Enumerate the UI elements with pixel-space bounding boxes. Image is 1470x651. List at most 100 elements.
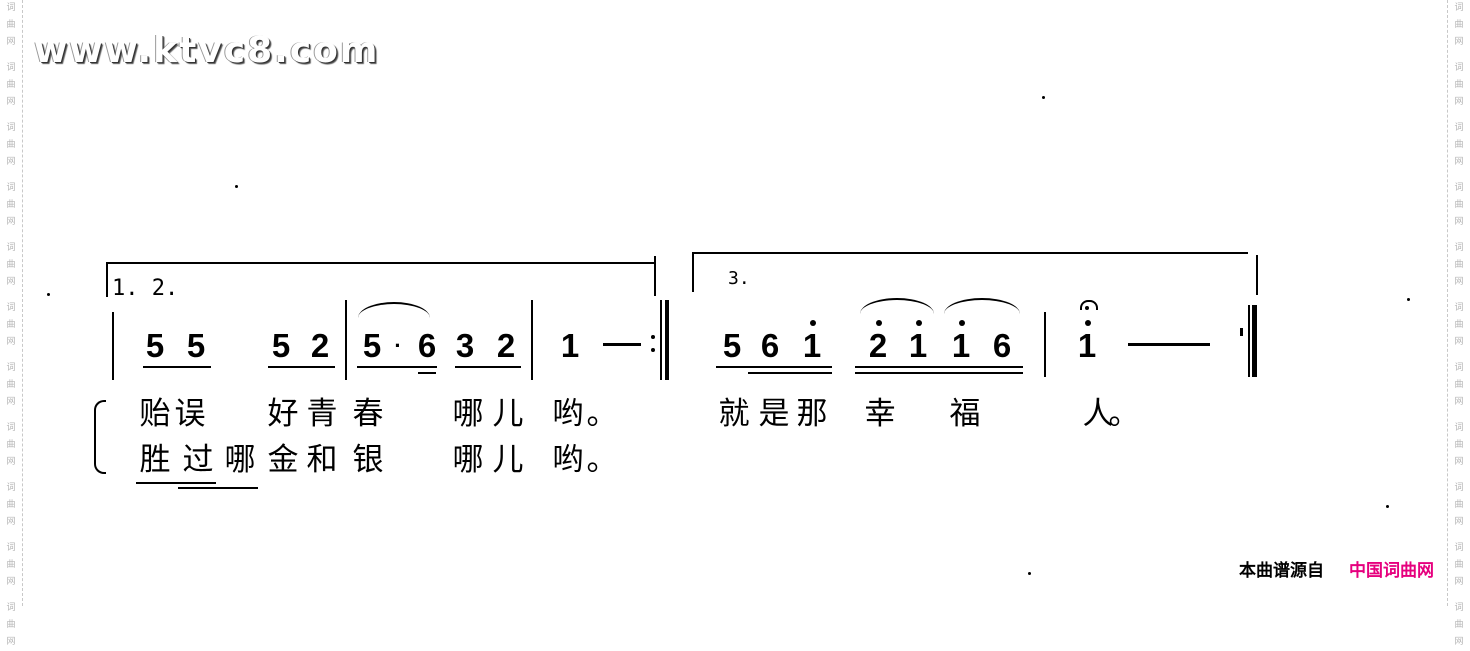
watermark-char: 网 [6, 337, 16, 347]
watermark-char: 词 [1454, 483, 1464, 493]
note: 5 [362, 327, 382, 364]
note: 1 [560, 327, 580, 364]
lyric-char: 过 [182, 442, 214, 478]
watermark-char: 网 [6, 157, 16, 167]
watermark-char: 词 [1454, 543, 1464, 553]
note-high: 1 [951, 327, 971, 364]
lyric-char: 福 [949, 396, 981, 432]
octave-dot [916, 320, 922, 326]
lyric-char: 儿 [492, 442, 524, 478]
lyric-punct: 。 [586, 442, 618, 478]
watermark-char: 网 [1454, 37, 1464, 47]
watermark-char: 词 [1454, 303, 1464, 313]
watermark-char: 网 [1454, 337, 1464, 347]
watermark-char: 网 [1454, 217, 1464, 227]
watermark-char: 曲 [6, 320, 16, 330]
watermark-char: 网 [6, 457, 16, 467]
watermark-char: 曲 [1454, 20, 1464, 30]
watermark-char: 词 [6, 423, 16, 433]
lyric-brace-bottom [94, 436, 106, 474]
watermark-char: 网 [1454, 637, 1464, 647]
watermark-char: 词 [6, 183, 16, 193]
watermark-char: 曲 [1454, 200, 1464, 210]
watermark-char: 词 [6, 303, 16, 313]
footer-source-link[interactable]: 中国词曲网 [1349, 561, 1434, 581]
watermark-char: 曲 [1454, 380, 1464, 390]
ending-1-bracket-right [654, 256, 656, 296]
note-extension-dash [1128, 343, 1210, 346]
octave-dot [810, 320, 816, 326]
beam-underline [357, 366, 437, 368]
note: 2 [496, 327, 516, 364]
note: 5 [271, 327, 291, 364]
final-barline-thin [1248, 305, 1250, 377]
octave-dot [876, 320, 882, 326]
breath-mark [1240, 328, 1243, 336]
lyric-char: 幸 [864, 396, 896, 432]
octave-dot [959, 320, 965, 326]
final-barline-thick [1252, 305, 1257, 377]
ending-1-bracket-left [106, 262, 108, 297]
watermark-char: 曲 [1454, 620, 1464, 630]
watermark-char: 网 [6, 217, 16, 227]
scan-speck [47, 293, 50, 296]
lyric-char: 哪 [452, 442, 484, 478]
watermark-char: 曲 [1454, 320, 1464, 330]
watermark-char: 网 [1454, 157, 1464, 167]
watermark-char: 词 [6, 63, 16, 73]
watermark-char: 词 [1454, 63, 1464, 73]
beam-underline [143, 366, 211, 368]
watermark-char: 网 [1454, 517, 1464, 527]
watermark-char: 词 [6, 543, 16, 553]
watermark-char: 曲 [6, 200, 16, 210]
lyric-brace-top [94, 400, 106, 438]
ending-2-label: 3. [728, 268, 750, 289]
beam-underline [855, 366, 1023, 368]
beam-underline [455, 366, 521, 368]
watermark-char: 曲 [1454, 440, 1464, 450]
dotted-note-dot: · [394, 333, 402, 358]
note-high: 2 [868, 327, 888, 364]
watermark-char: 曲 [6, 500, 16, 510]
lyric-char: 青 [306, 396, 338, 432]
footer-source-label: 本曲谱源自 [1239, 561, 1324, 581]
site-watermark: www.ktvc8.com [34, 30, 380, 71]
ending-2-bracket-right [1256, 255, 1258, 295]
lyric-char: 人 [1082, 396, 1114, 432]
watermark-char: 网 [1454, 397, 1464, 407]
watermark-char: 曲 [6, 80, 16, 90]
scan-speck [1386, 505, 1389, 508]
lyric-char: 金 [267, 442, 299, 478]
note: 2 [310, 327, 330, 364]
ending-2-bracket [692, 252, 1248, 254]
watermark-char: 词 [1454, 423, 1464, 433]
note: 6 [417, 327, 437, 364]
repeat-barline-thick [665, 300, 669, 380]
octave-dot [1085, 320, 1091, 326]
beam-underline [855, 372, 1023, 374]
lyric-punct: 。 [1108, 396, 1140, 432]
watermark-char: 词 [1454, 603, 1464, 613]
watermark-char: 曲 [6, 620, 16, 630]
watermark-char: 曲 [1454, 260, 1464, 270]
lyric-char: 哪 [224, 442, 256, 478]
watermark-char: 词 [6, 483, 16, 493]
lyric-char: 哪 [452, 396, 484, 432]
watermark-char: 词 [6, 3, 16, 13]
watermark-column-left: 词曲网词曲网词曲网词曲网词曲网词曲网词曲网词曲网词曲网词曲网词曲网 [0, 0, 23, 647]
watermark-char: 曲 [1454, 500, 1464, 510]
barline [531, 300, 533, 380]
watermark-char: 曲 [6, 260, 16, 270]
beam-underline [716, 366, 832, 368]
note: 5 [722, 327, 742, 364]
lyric-char: 春 [352, 396, 384, 432]
lyric-char: 银 [352, 442, 384, 478]
fermata-icon [1080, 300, 1098, 310]
watermark-char: 网 [1454, 457, 1464, 467]
barline [1044, 312, 1046, 377]
lyric-char: 儿 [492, 396, 524, 432]
lyric-char: 胜 [139, 442, 171, 478]
lyric-char: 好 [267, 396, 299, 432]
watermark-char: 词 [6, 123, 16, 133]
note: 5 [186, 327, 206, 364]
